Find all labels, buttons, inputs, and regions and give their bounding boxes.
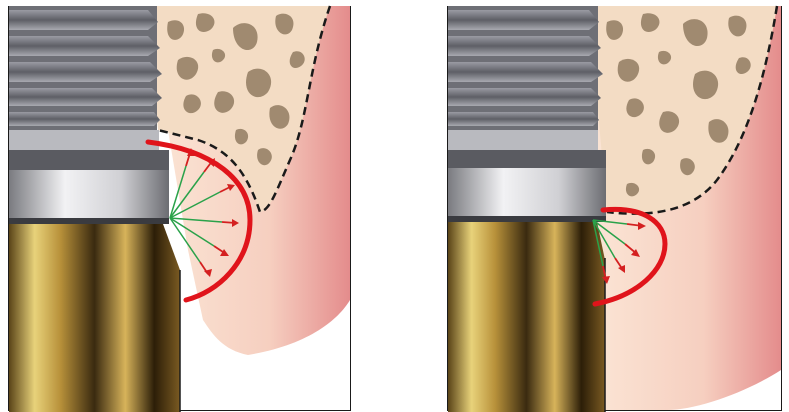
panel-left-illustration <box>8 0 358 412</box>
panel-right <box>447 0 789 412</box>
abutment <box>448 222 605 412</box>
panel-right-illustration <box>447 0 789 412</box>
implant-platform <box>9 130 159 150</box>
implant-collar <box>448 168 606 220</box>
panel-left <box>8 0 358 412</box>
implant-collar <box>9 170 169 222</box>
implant-platform-edge <box>9 150 169 170</box>
implant-platform <box>448 130 598 150</box>
abutment <box>9 224 180 412</box>
implant-platform-edge <box>448 150 606 168</box>
